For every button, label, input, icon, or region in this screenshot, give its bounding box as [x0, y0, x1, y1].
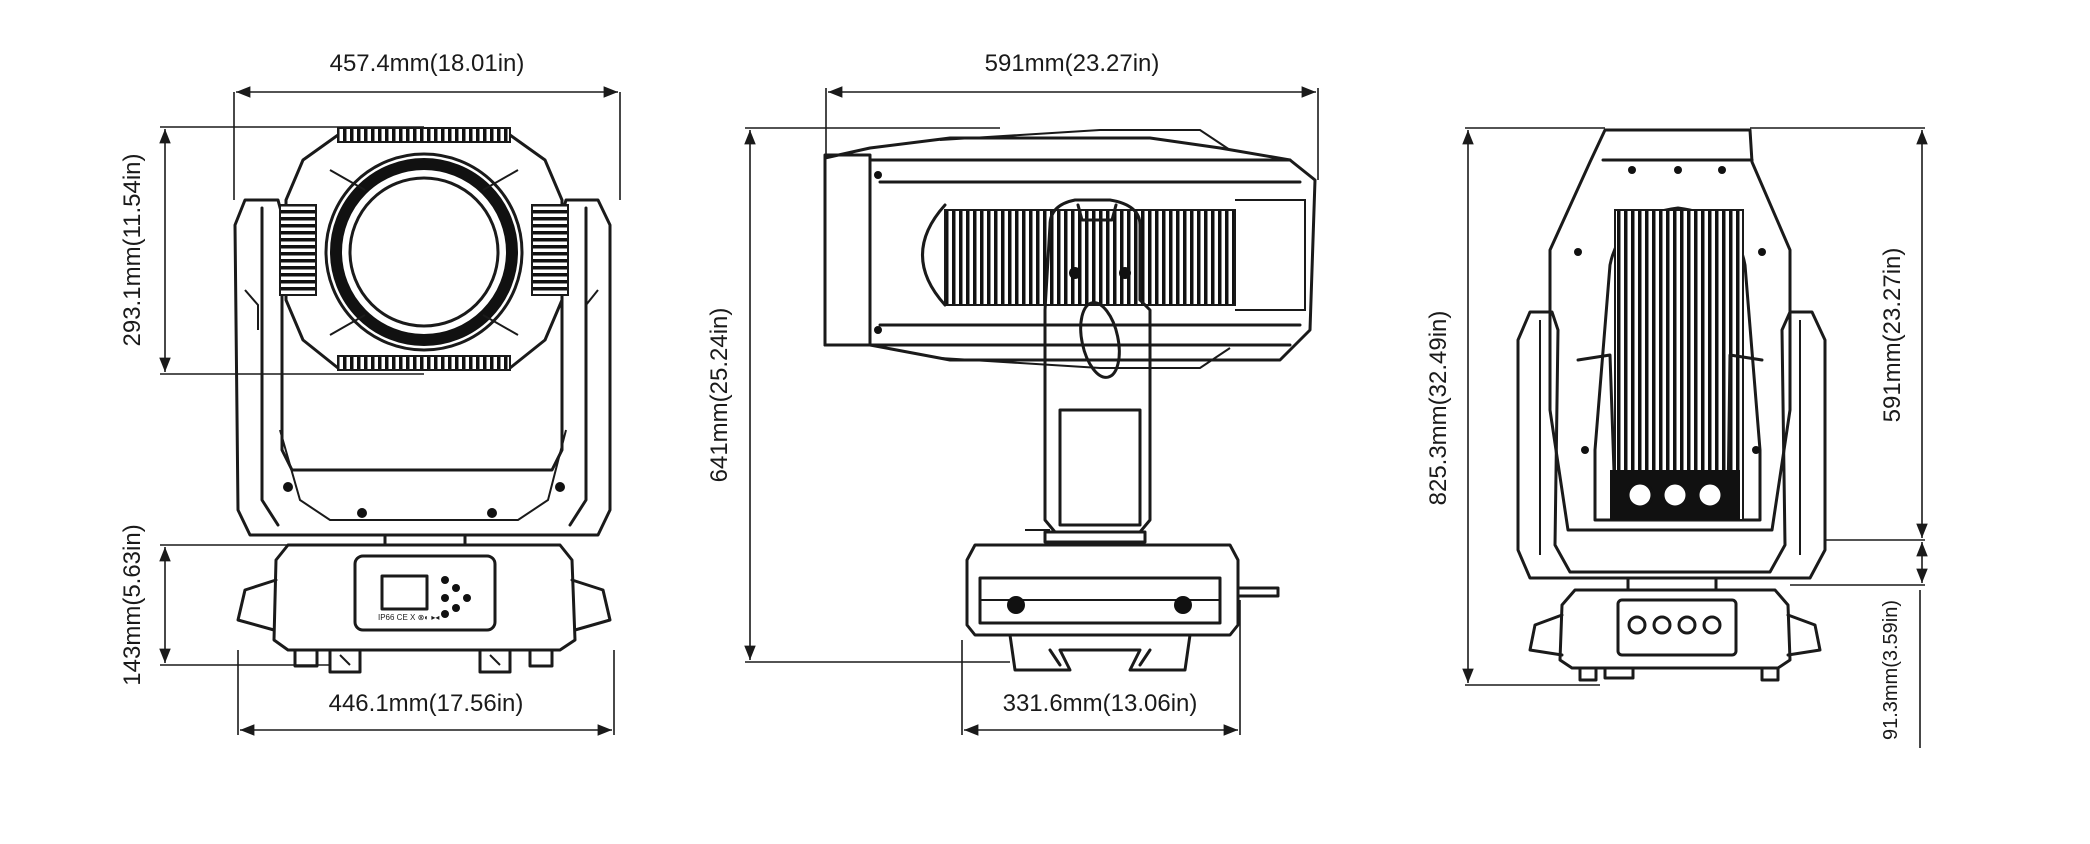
front-head — [279, 127, 569, 371]
side-dimension-lines — [744, 86, 1319, 736]
side-total-height-label: 641mm(25.24in) — [706, 308, 733, 483]
rear-base — [1528, 576, 1822, 682]
rear-head — [1548, 128, 1792, 532]
side-arm — [1043, 198, 1152, 534]
side-head — [823, 129, 1317, 369]
front-dimension-lines — [159, 86, 621, 736]
rear-view: 825.3mm(32.49in) 591mm(23.27in) 91.3mm(3… — [1425, 127, 1928, 748]
side-base-depth-label: 331.6mm(13.06in) — [1003, 690, 1198, 717]
front-width-top-label: 457.4mm(18.01in) — [330, 50, 525, 77]
rear-head-height-label: 591mm(23.27in) — [1879, 248, 1906, 423]
front-yoke-arms — [233, 198, 612, 537]
side-view: 591mm(23.27in) 641mm(25.24in) 331.6mm(13… — [706, 50, 1319, 736]
front-base: IP66 CE X ⊗◐ ▸◂ — [236, 533, 612, 674]
front-width-base-label: 446.1mm(17.56in) — [329, 690, 524, 717]
rear-base-height-label: 91.3mm(3.59in) — [1880, 600, 1902, 740]
rear-dimension-lines — [1462, 127, 1928, 748]
side-base — [965, 529, 1280, 672]
side-head-length-label: 591mm(23.27in) — [985, 50, 1160, 77]
front-panel-text: IP66 CE X ⊗◐ ▸◂ — [378, 613, 439, 622]
front-base-height-label: 143mm(5.63in) — [119, 524, 146, 685]
front-view: IP66 CE X ⊗◐ ▸◂ 457.4mm(18.01in) 293.1mm… — [119, 50, 621, 736]
front-head-height-label: 293.1mm(11.54in) — [119, 154, 146, 347]
rear-total-height-label: 825.3mm(32.49in) — [1425, 311, 1452, 506]
